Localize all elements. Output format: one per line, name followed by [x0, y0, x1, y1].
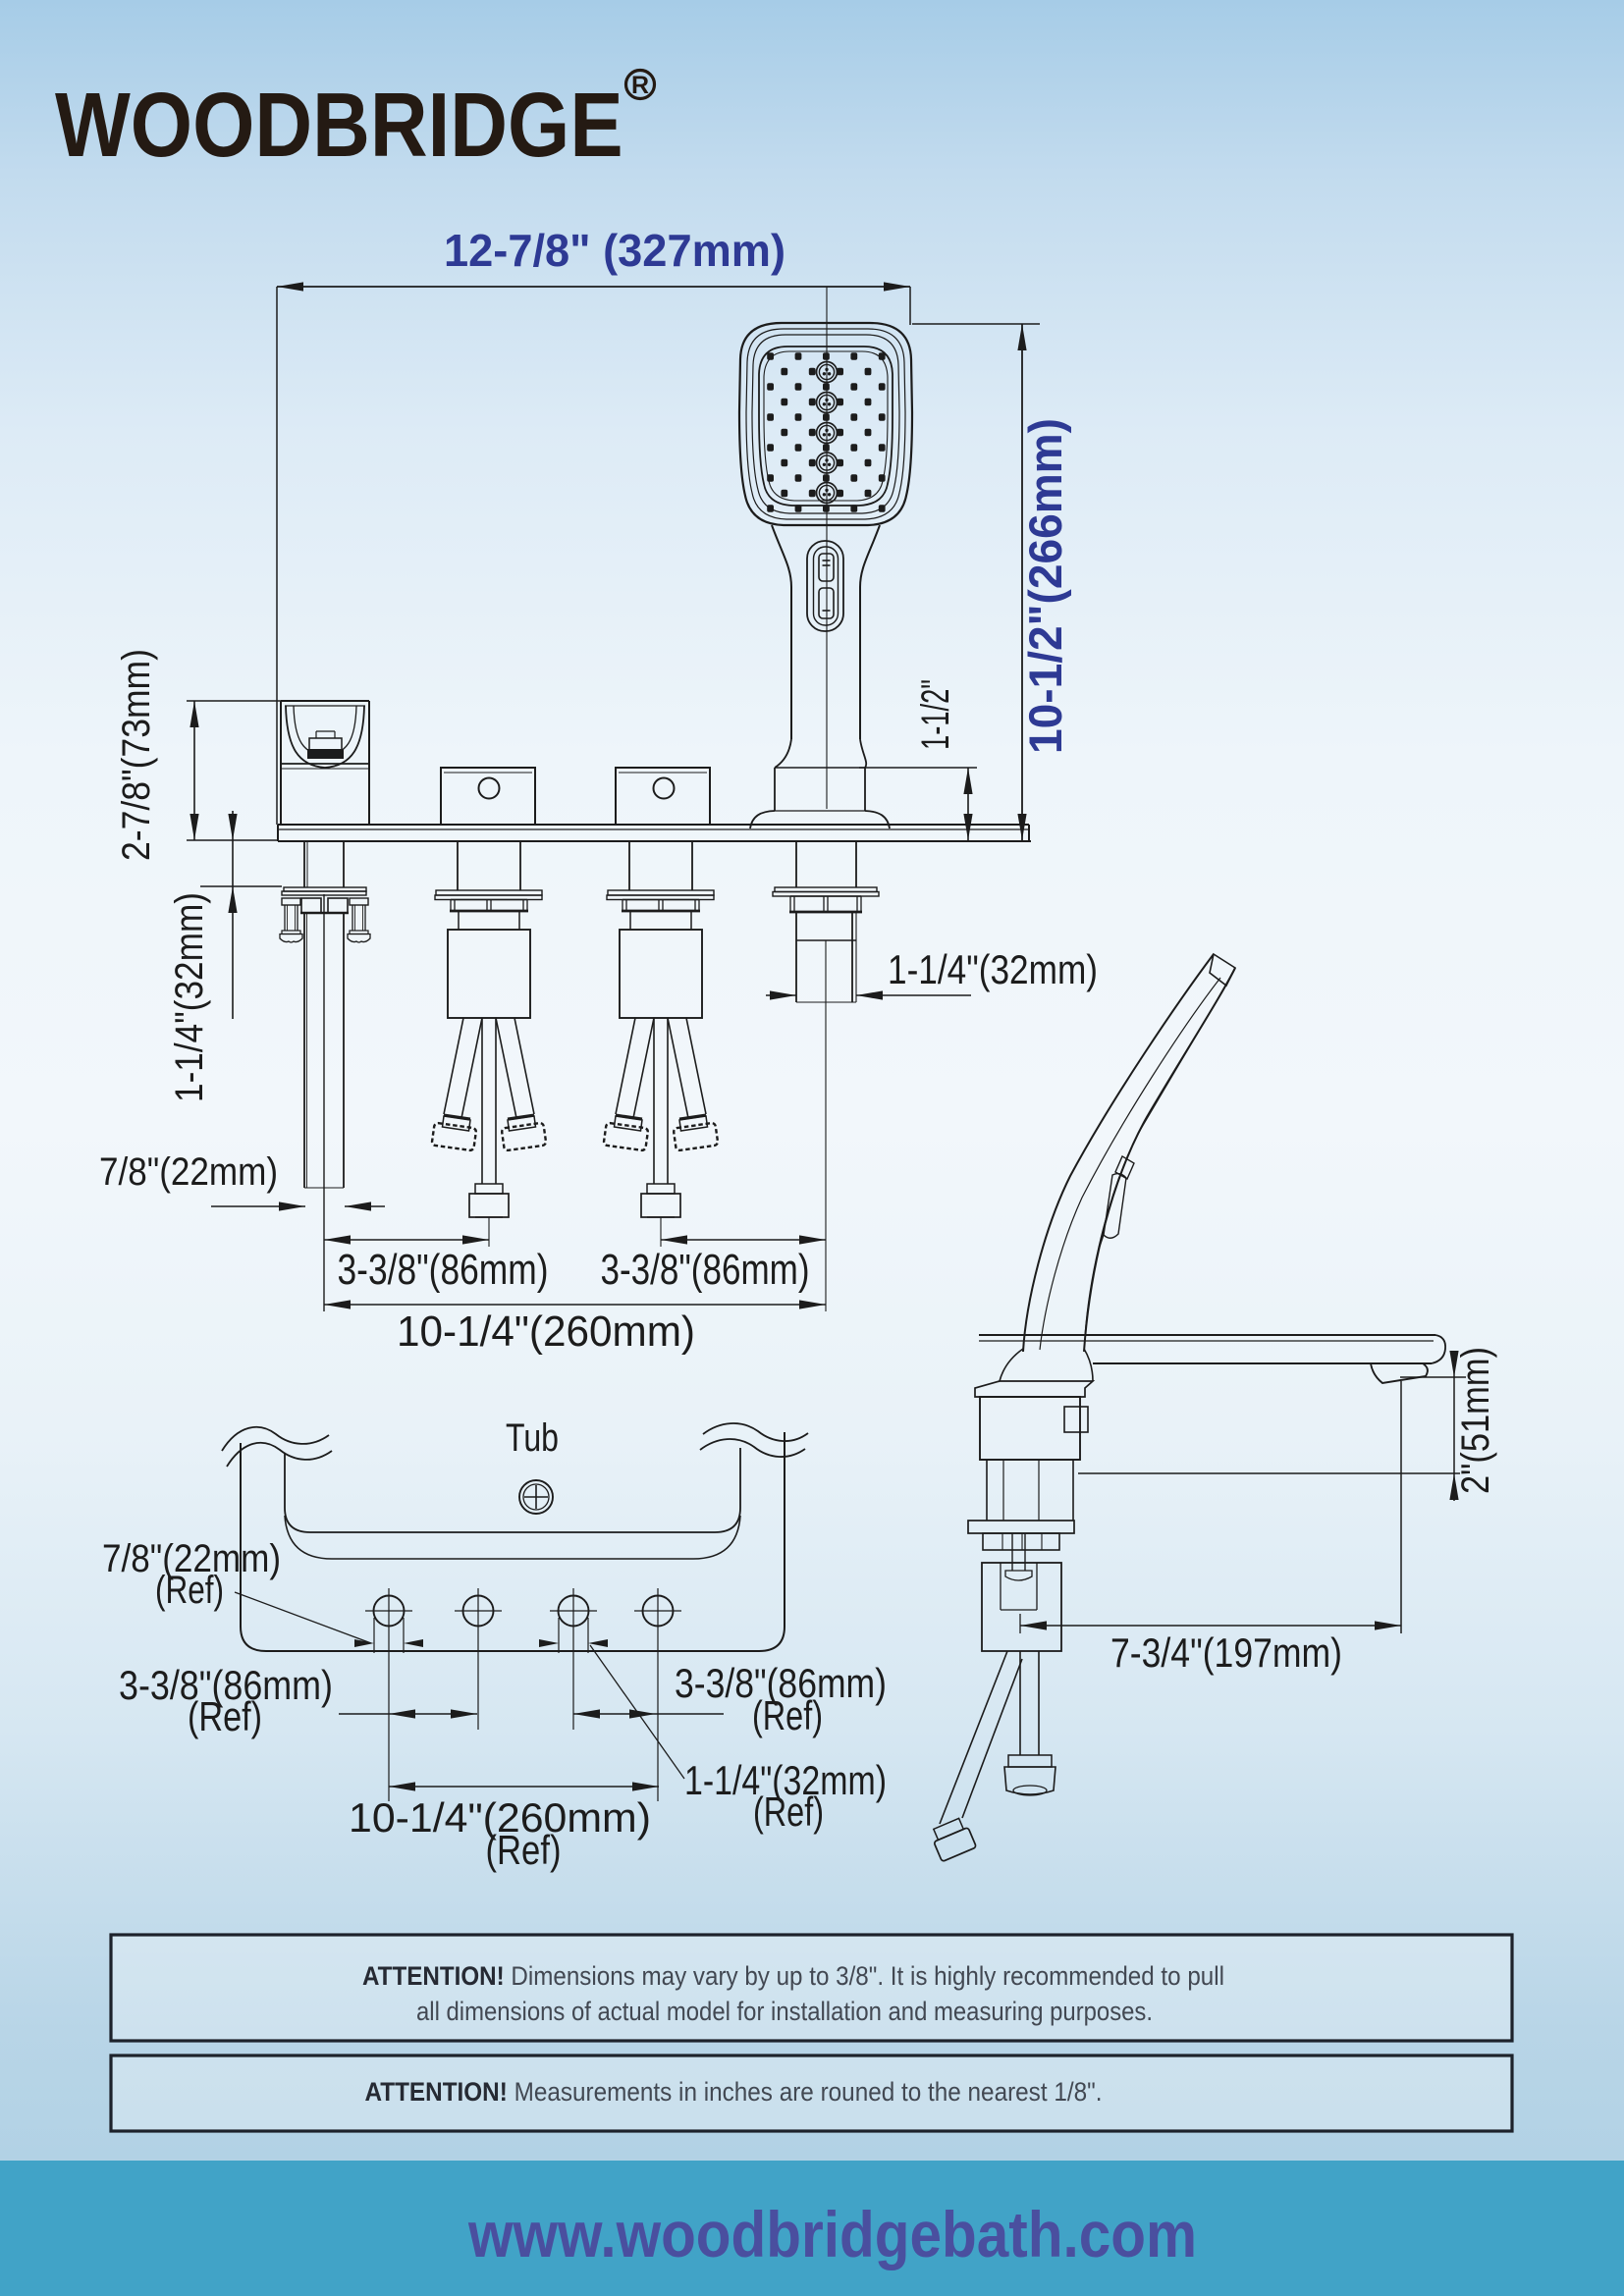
svg-text:3-3/8"(86mm): 3-3/8"(86mm)	[675, 1660, 887, 1706]
svg-text:1-1/4"(32mm): 1-1/4"(32mm)	[684, 1757, 887, 1803]
svg-text:3-3/8"(86mm): 3-3/8"(86mm)	[601, 1246, 810, 1294]
svg-text:3-3/8"(86mm): 3-3/8"(86mm)	[338, 1246, 549, 1294]
svg-text:www.woodbridgebath.com: www.woodbridgebath.com	[467, 2198, 1197, 2270]
svg-text:(Ref): (Ref)	[752, 1692, 823, 1738]
svg-text:10-1/4"(260mm): 10-1/4"(260mm)	[349, 1794, 651, 1841]
svg-text:R: R	[631, 72, 649, 99]
svg-text:(Ref): (Ref)	[155, 1569, 224, 1612]
svg-text:2-7/8"(73mm): 2-7/8"(73mm)	[115, 649, 158, 861]
svg-text:10-1/2"(266mm): 10-1/2"(266mm)	[1019, 418, 1071, 754]
svg-text:(Ref): (Ref)	[188, 1693, 262, 1739]
svg-text:ATTENTION! Dimensions may vary: ATTENTION! Dimensions may vary by up to …	[362, 1961, 1224, 1991]
svg-text:1-1/4"(32mm): 1-1/4"(32mm)	[168, 892, 211, 1102]
svg-text:1-1/4"(32mm): 1-1/4"(32mm)	[888, 946, 1098, 992]
svg-text:all dimensions of actual model: all dimensions of actual model for insta…	[416, 1997, 1153, 2026]
svg-text:Tub: Tub	[506, 1416, 559, 1460]
svg-text:ATTENTION! Measurements in inc: ATTENTION! Measurements in inches are ro…	[365, 2077, 1103, 2107]
svg-text:12-7/8" (327mm): 12-7/8" (327mm)	[444, 225, 785, 276]
svg-text:10-1/4"(260mm): 10-1/4"(260mm)	[397, 1308, 695, 1356]
svg-text:2"(51mm): 2"(51mm)	[1454, 1347, 1497, 1494]
svg-text:7/8"(22mm): 7/8"(22mm)	[99, 1150, 278, 1194]
svg-text:3-3/8"(86mm): 3-3/8"(86mm)	[119, 1662, 333, 1708]
svg-text:7-3/4"(197mm): 7-3/4"(197mm)	[1110, 1629, 1342, 1676]
svg-text:7/8"(22mm): 7/8"(22mm)	[102, 1537, 281, 1580]
svg-text:(Ref): (Ref)	[486, 1827, 562, 1873]
svg-text:(Ref): (Ref)	[753, 1789, 824, 1835]
svg-text:WOODBRIDGE: WOODBRIDGE	[55, 74, 623, 176]
svg-text:1-1/2": 1-1/2"	[914, 679, 957, 750]
